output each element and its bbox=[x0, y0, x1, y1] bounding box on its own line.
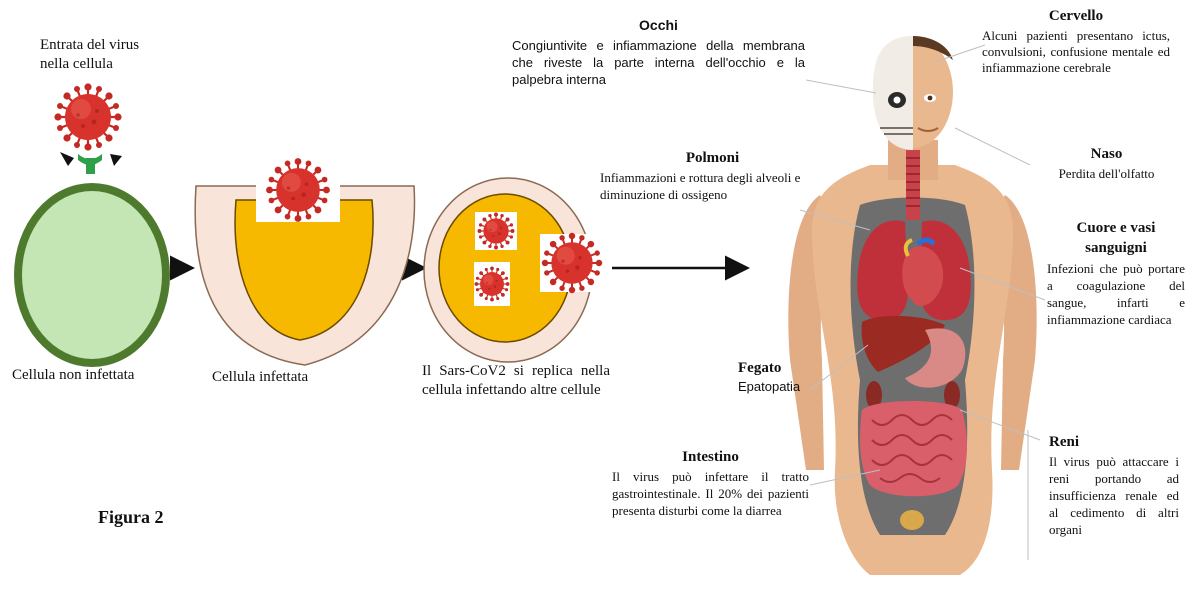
lungs-left bbox=[857, 220, 908, 321]
stage2-cell bbox=[194, 157, 416, 366]
cuore-title: Cuore e vasi sanguigni bbox=[1076, 220, 1156, 256]
stage1-cell bbox=[14, 82, 170, 367]
callout-cuore: Cuore e vasi sanguigni Infezioni che può… bbox=[1047, 218, 1185, 328]
reni-text: Il virus può attaccare i reni portando a… bbox=[1049, 454, 1179, 537]
callout-polmoni: Polmoni Infiammazioni e rottura degli al… bbox=[600, 150, 825, 203]
human-body-illustration bbox=[788, 36, 1037, 575]
intestino-text: Il virus può infettare il tratto gastroi… bbox=[612, 469, 809, 518]
cervello-title: Cervello bbox=[1048, 8, 1104, 24]
virus-entry-label: Entrata del virus nella cellula bbox=[40, 37, 140, 72]
cell-interior bbox=[22, 191, 162, 359]
callout-reni: Reni Il virus può attaccare i reni porta… bbox=[1049, 434, 1179, 538]
callout-fegato: Fegato Epatopatia bbox=[738, 360, 818, 395]
callout-occhi: Occhi Congiuntivite e infiammazione dell… bbox=[512, 17, 805, 88]
uninfected-cell-label: Cellula non infettata bbox=[12, 367, 135, 383]
replica-virus-icon-2 bbox=[473, 265, 511, 303]
callout-intestino: Intestino Il virus può infettare il trat… bbox=[612, 449, 809, 519]
released-virus-icon bbox=[540, 231, 604, 295]
occhi-title: Occhi bbox=[639, 17, 678, 33]
leader-lines bbox=[799, 44, 1046, 560]
entering-virus-icon bbox=[53, 82, 123, 152]
cuore-text: Infezioni che può portare a coagulazione… bbox=[1047, 261, 1185, 327]
intestino-title: Intestino bbox=[682, 449, 739, 465]
liver bbox=[861, 315, 945, 372]
infecting-virus-icon bbox=[265, 157, 331, 223]
replica-virus-icon bbox=[476, 211, 516, 251]
figure-label: Figura 2 bbox=[98, 507, 164, 527]
stomach bbox=[905, 328, 966, 388]
reni-title: Reni bbox=[1049, 434, 1079, 450]
polmoni-title: Polmoni bbox=[685, 150, 740, 166]
cervello-text: Alcuni pazienti presentano ictus, convul… bbox=[982, 28, 1170, 75]
fegato-text: Epatopatia bbox=[738, 379, 801, 394]
naso-title: Naso bbox=[1090, 146, 1123, 162]
callout-cervello: Cervello Alcuni pazienti presentano ictu… bbox=[982, 8, 1170, 76]
callout-naso: Naso Perdita dell'olfatto bbox=[1044, 146, 1169, 182]
infected-cell-label: Cellula infettata bbox=[212, 369, 309, 385]
polmoni-text: Infiammazioni e rottura degli alveoli e … bbox=[600, 170, 801, 202]
occhi-text: Congiuntivite e infiammazione della memb… bbox=[512, 38, 805, 87]
stage3-cell bbox=[423, 177, 606, 363]
naso-text: Perdita dell'olfatto bbox=[1058, 166, 1155, 181]
fegato-title: Fegato bbox=[738, 360, 782, 376]
receptor-icon bbox=[60, 152, 122, 174]
replication-label: Il Sars-CoV2 si replica nella cellula in… bbox=[422, 363, 610, 398]
intestines bbox=[860, 401, 967, 497]
heart bbox=[902, 246, 944, 306]
